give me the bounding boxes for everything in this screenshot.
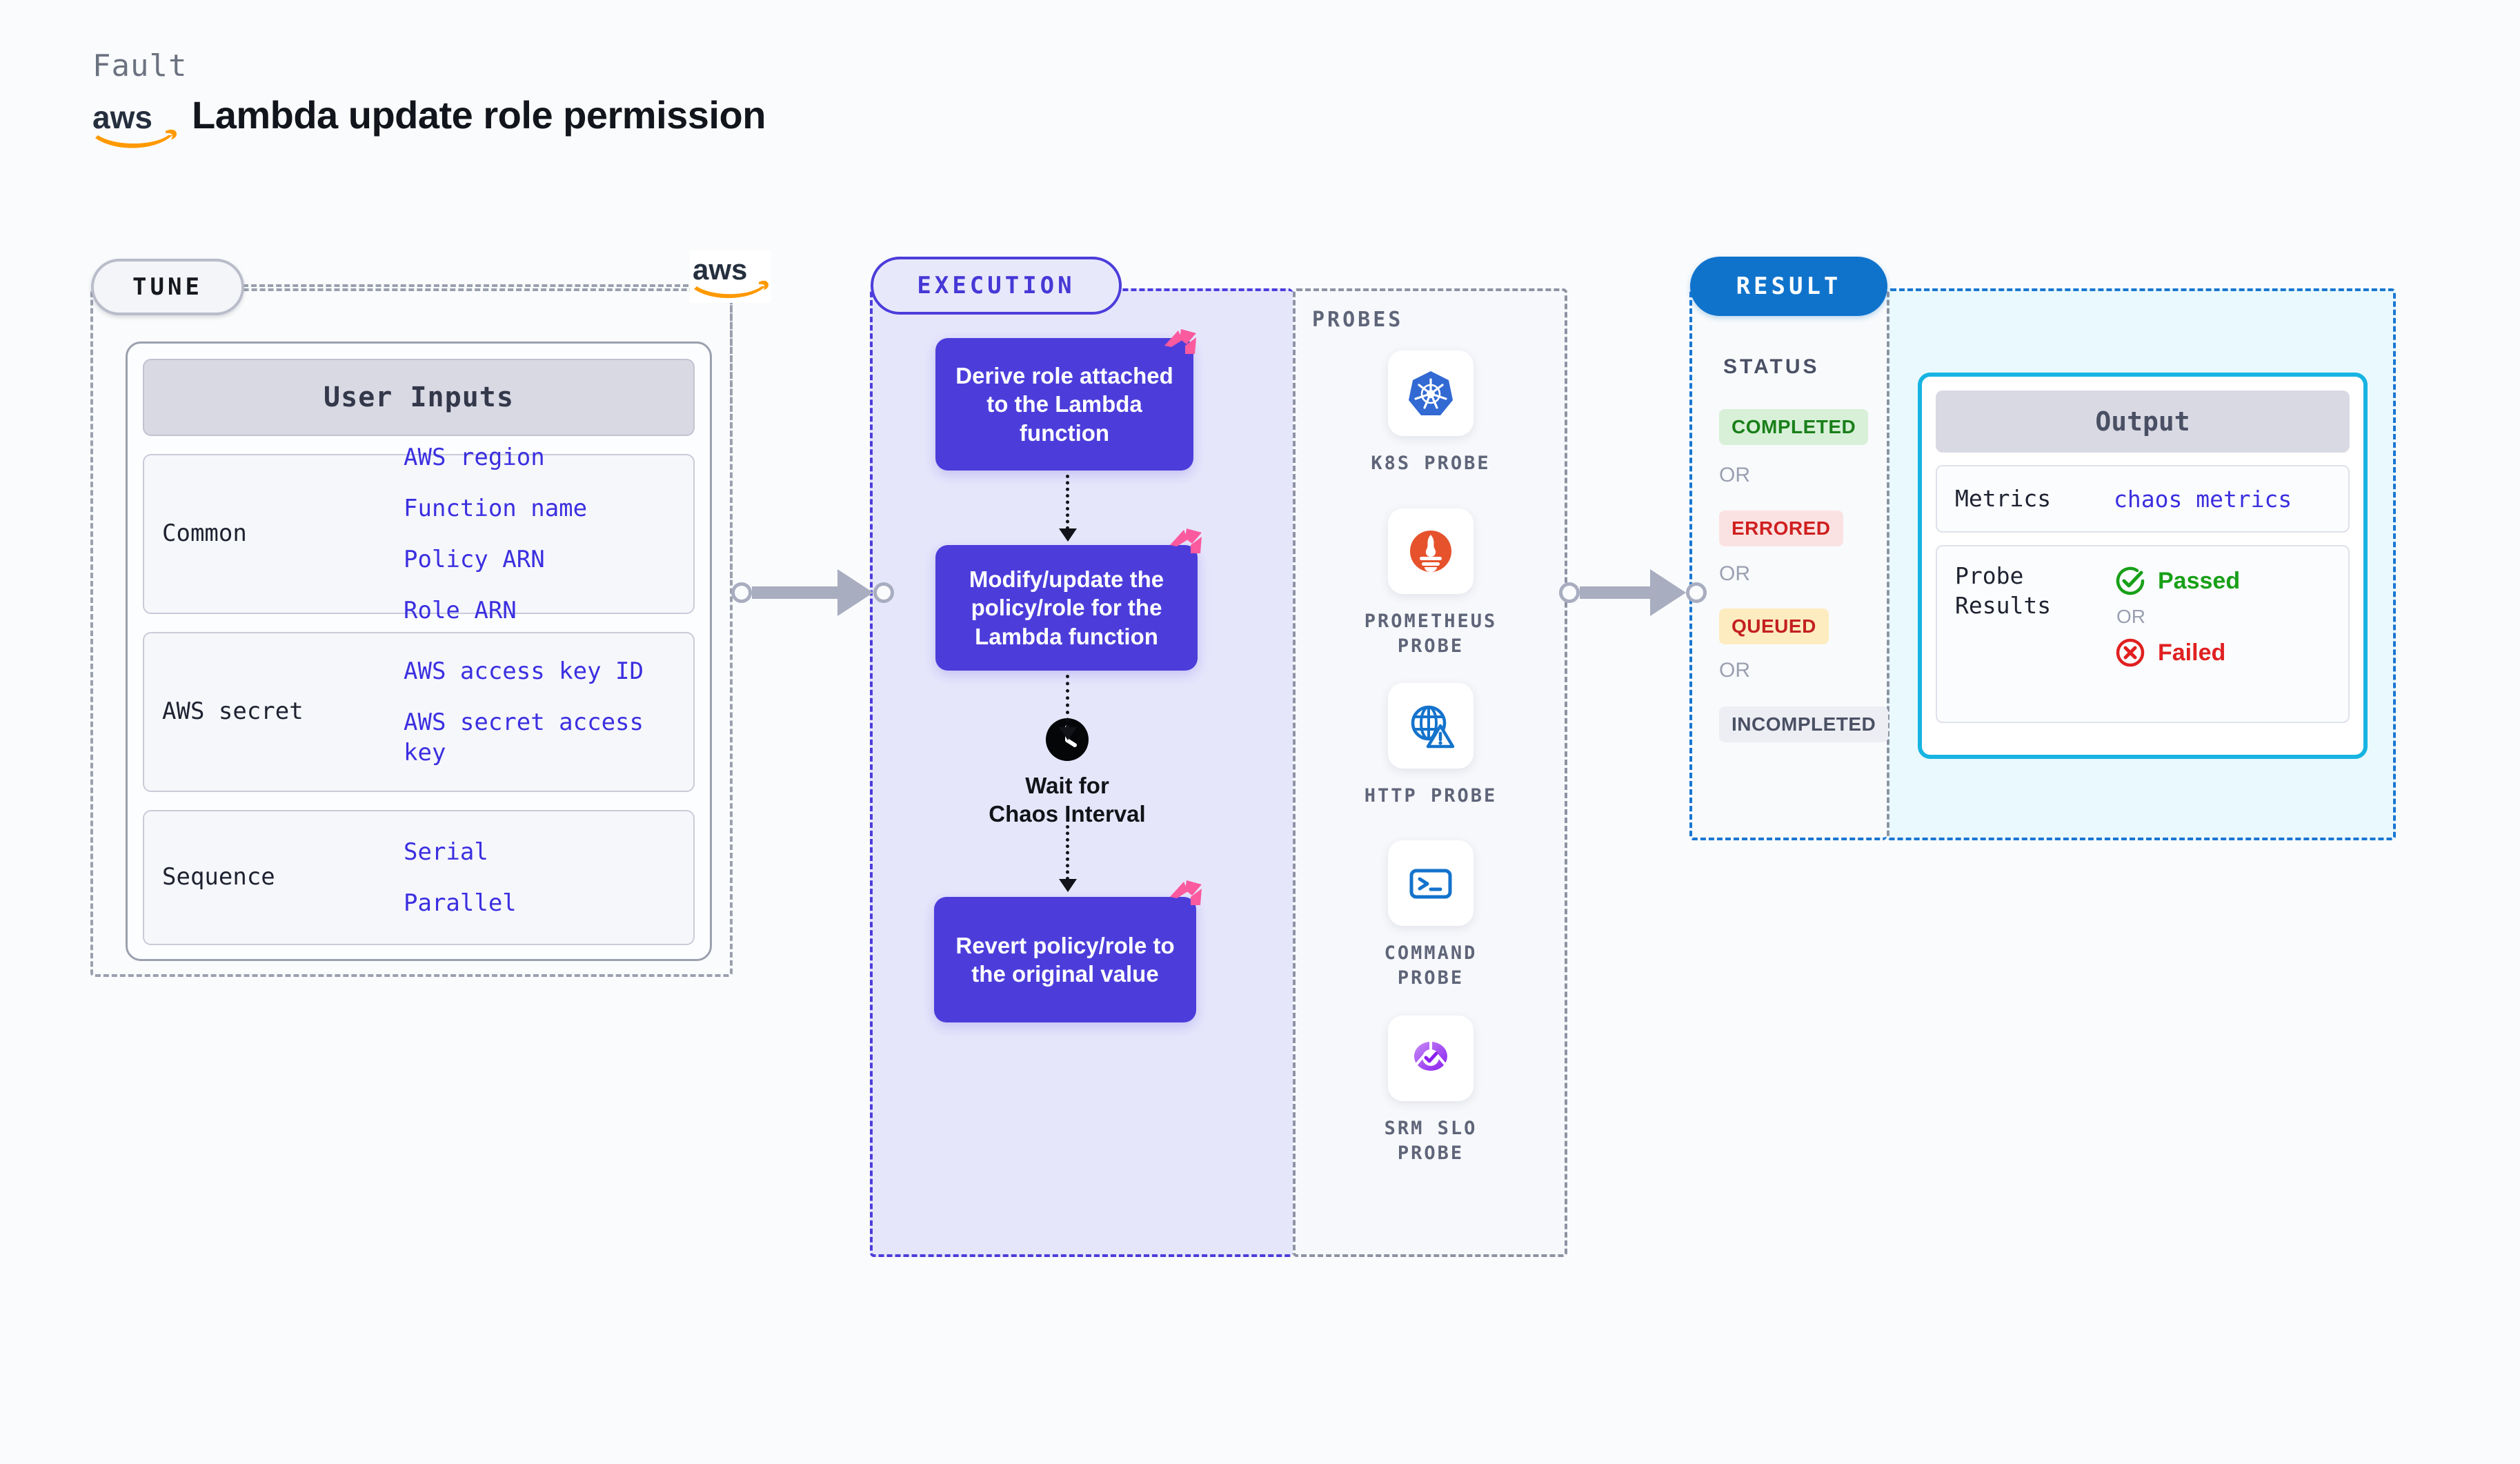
input-value[interactable]: Role ARN: [404, 597, 517, 625]
wait-step-label: Wait for Chaos Interval: [989, 773, 1146, 827]
input-group-values: AWS access key ID AWS secret access key: [404, 656, 675, 769]
probe-label: K8S PROBE: [1371, 453, 1491, 474]
probe-label: HTTP PROBE: [1364, 785, 1498, 807]
status-or-label: OR: [1719, 464, 1750, 486]
input-value[interactable]: Policy ARN: [404, 546, 545, 573]
svg-text:aws: aws: [693, 253, 747, 286]
litmus-logo-icon: [1167, 878, 1204, 915]
probe-result-failed: Failed: [2114, 636, 2240, 669]
status-title: STATUS: [1723, 355, 1820, 378]
status-or-label: OR: [1719, 659, 1750, 682]
probe-result-or-label: OR: [2116, 606, 2145, 627]
probe-item-srm-slo[interactable]: SRM SLO PROBE: [1362, 1016, 1500, 1167]
input-value[interactable]: Serial: [404, 838, 488, 866]
srm-slo-donut-check-icon: [1413, 1042, 1447, 1071]
input-value[interactable]: AWS region: [404, 443, 545, 471]
user-inputs-card: User Inputs Common AWS region Function n…: [126, 342, 712, 961]
connector-arrowhead: [837, 569, 873, 616]
input-group-values: Serial Parallel: [404, 837, 517, 918]
flow-arrowhead-1: [1059, 528, 1077, 542]
input-group-label: AWS secret: [162, 698, 304, 726]
metrics-label: Metrics: [1955, 484, 2052, 512]
flow-connector-2: [1066, 675, 1069, 729]
output-row-probe-results: Probe Results Passed OR Failed: [1936, 545, 2350, 723]
user-inputs-header: User Inputs: [143, 359, 695, 436]
probe-tile: [1388, 840, 1474, 926]
input-value[interactable]: Function name: [404, 494, 588, 522]
metrics-value[interactable]: chaos metrics: [2114, 485, 2292, 513]
check-circle-icon: [2116, 566, 2145, 595]
execution-step-final[interactable]: Revert policy/role to the original value: [934, 897, 1196, 1022]
input-group-sequence: Sequence Serial Parallel: [143, 810, 695, 945]
output-card-header: Output: [1936, 390, 2350, 453]
page-kicker: Fault: [92, 48, 188, 83]
connector-shaft: [752, 586, 839, 599]
status-badge-queued: QUEUED: [1719, 609, 1829, 644]
execution-pill[interactable]: EXECUTION: [871, 257, 1122, 315]
probe-tile: [1388, 508, 1474, 594]
probe-results-label: Probe Results: [1955, 562, 2052, 619]
probe-label: SRM SLO PROBE: [1384, 1118, 1478, 1165]
probe-tile: [1388, 1016, 1474, 1101]
probe-label: COMMAND PROBE: [1384, 942, 1478, 989]
flow-connector-3: [1066, 825, 1069, 880]
input-value[interactable]: AWS access key ID: [404, 657, 644, 685]
input-group-label: Sequence: [162, 863, 275, 891]
connector-end-dot: [1686, 582, 1707, 603]
x-circle-icon: [2116, 638, 2145, 667]
kubernetes-icon: [1409, 371, 1453, 415]
probe-item-command[interactable]: COMMAND PROBE: [1362, 840, 1500, 991]
status-badge-completed: COMPLETED: [1719, 409, 1869, 445]
result-pill[interactable]: RESULT: [1690, 257, 1887, 316]
status-or-label: OR: [1719, 562, 1750, 585]
probe-result-passed: Passed: [2114, 564, 2240, 597]
flow-arrowhead-3: [1059, 879, 1077, 892]
passed-label: Passed: [2158, 567, 2241, 594]
connector-shaft: [1580, 586, 1651, 599]
input-group-common: Common AWS region Function name Policy A…: [143, 444, 695, 624]
connector-start-dot: [731, 582, 752, 603]
aws-logo-icon-connector: aws: [690, 250, 771, 303]
input-group-values: AWS region Function name Policy ARN Role…: [404, 442, 587, 626]
status-badge-incompleted: INCOMPLETED: [1719, 706, 1889, 742]
svg-text:aws: aws: [92, 99, 152, 135]
flow-connector-1: [1066, 475, 1069, 530]
tune-right-dashed-edge: [730, 288, 733, 578]
tune-aws-connector-line: [243, 284, 688, 287]
page-title: Lambda update role permission: [192, 93, 766, 137]
tune-pill[interactable]: TUNE: [91, 259, 244, 315]
terminal-icon: [1409, 869, 1452, 899]
probe-label: PROMETHEUS PROBE: [1364, 611, 1498, 657]
output-card: Output Metrics chaos metrics Probe Resul…: [1918, 373, 2368, 759]
connector-arrow-tune-to-execution: [731, 569, 894, 616]
connector-arrowhead: [1650, 569, 1686, 616]
flow-arrowhead-2: [1059, 727, 1077, 740]
input-group-label: Common: [162, 520, 247, 548]
status-badge-errored: ERRORED: [1719, 511, 1843, 546]
probes-title: PROBES: [1312, 308, 1404, 332]
probe-results-values: Passed OR Failed: [2114, 562, 2240, 669]
failed-label: Failed: [2158, 639, 2226, 666]
prometheus-icon: [1410, 531, 1451, 572]
output-row-metrics: Metrics chaos metrics: [1936, 465, 2350, 533]
connector-end-dot: [873, 582, 894, 603]
probe-item-http[interactable]: HTTP PROBE: [1362, 683, 1500, 809]
litmus-logo-icon: [1162, 326, 1199, 364]
execution-step-2[interactable]: Modify/update the policy/role for the La…: [935, 545, 1198, 671]
input-group-aws-secret: AWS secret AWS access key ID AWS secret …: [143, 632, 695, 792]
aws-logo-icon: aws: [91, 97, 179, 150]
probe-item-k8s[interactable]: K8S PROBE: [1362, 350, 1500, 476]
execution-step-1[interactable]: Derive role attached to the Lambda funct…: [935, 338, 1193, 471]
probe-tile: [1388, 683, 1474, 769]
connector-arrow-execution-to-result: [1559, 569, 1707, 616]
http-globe-warning-icon: [1411, 705, 1455, 749]
probe-tile: [1388, 350, 1474, 436]
litmus-logo-icon: [1167, 526, 1204, 563]
input-value[interactable]: AWS secret access key: [404, 708, 644, 767]
connector-start-dot: [1559, 582, 1580, 603]
probe-item-prometheus[interactable]: PROMETHEUS PROBE: [1362, 508, 1500, 660]
input-value[interactable]: Parallel: [404, 889, 517, 917]
